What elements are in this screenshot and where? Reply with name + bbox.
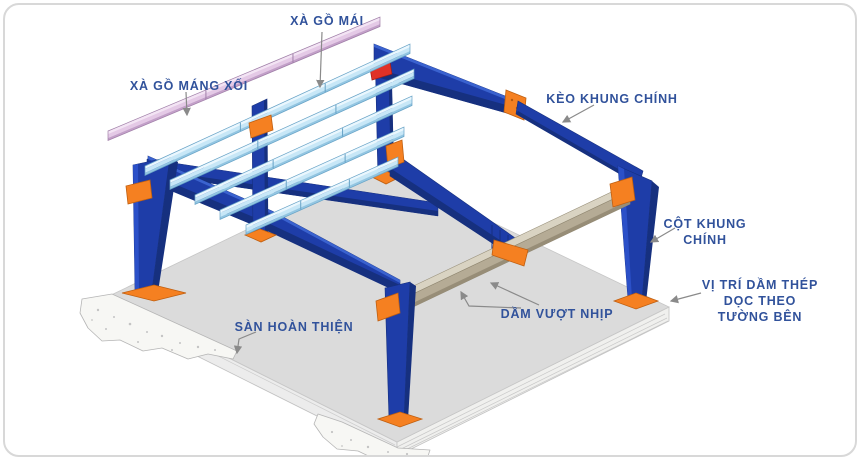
beam-bearing-bracket (491, 239, 529, 267)
column-bracket (125, 179, 153, 205)
arrow-long-span-1 (489, 282, 540, 306)
roof-purlin (144, 43, 411, 177)
structure-diagram (79, 16, 702, 455)
gutter-purlin (107, 16, 381, 142)
diagram-card: XÀ GỒ MÁI XÀ GỒ MÁNG XỐI KÈO KHUNG CHÍNH… (3, 3, 857, 457)
near-left-column (121, 156, 187, 302)
arrow-rafter (561, 104, 595, 123)
base-plate (243, 228, 278, 243)
roof-purlin (169, 68, 415, 191)
column-bracket (375, 292, 401, 322)
roof-purlin (219, 126, 405, 221)
base-plate (376, 411, 424, 428)
arrow-side-beam (669, 292, 702, 304)
arrow-long-span-2 (460, 290, 522, 309)
front-corner-column (375, 281, 424, 428)
base-plate (612, 292, 660, 310)
right-column-bracket (609, 176, 636, 208)
orange-purlin-cleat (248, 114, 274, 139)
arrow-gutter-purlin (182, 91, 191, 117)
annotation-arrows (182, 31, 702, 355)
arrow-roof-purlin (316, 31, 325, 89)
roof-purlins-group (107, 16, 415, 236)
arrow-floor (233, 331, 257, 355)
base-plate (121, 284, 187, 302)
roof-purlin (245, 156, 399, 236)
arrow-column (649, 227, 676, 243)
concrete-rough-edge-front (313, 413, 431, 455)
mid-frame-drop-beam (385, 139, 519, 261)
roof-purlin (194, 95, 413, 206)
